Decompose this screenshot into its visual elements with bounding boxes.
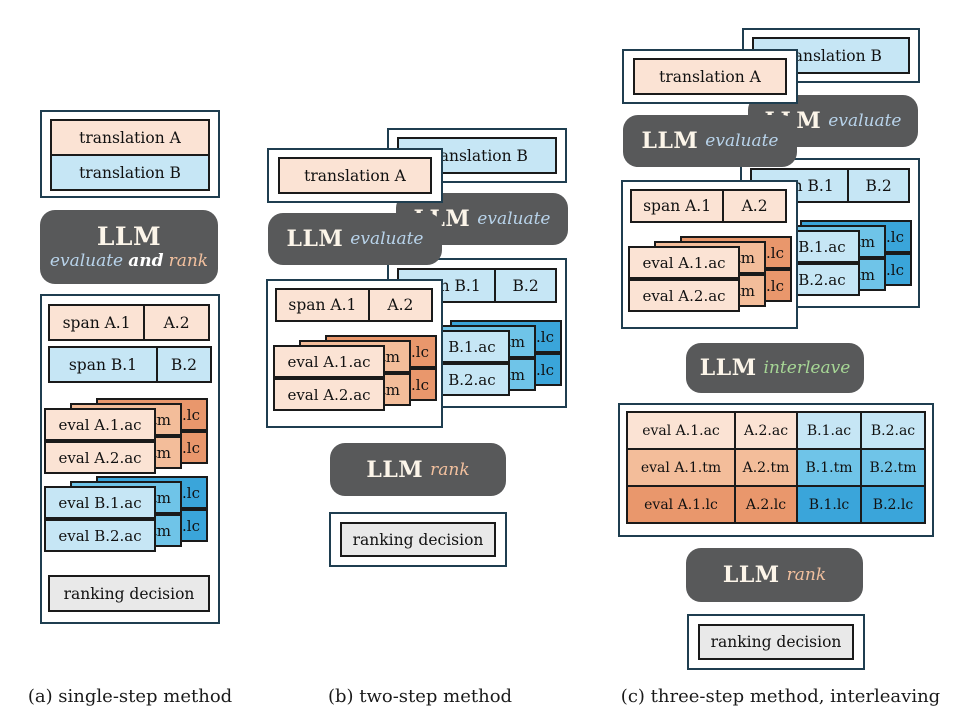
interleave-table: eval A.1.ac A.2.ac B.1.ac B.2.ac eval A.…	[618, 403, 934, 537]
table-row-lc: eval A.1.lc A.2.lc B.1.lc B.2.lc	[626, 485, 926, 524]
table-cell: eval A.1.ac	[626, 411, 736, 450]
evaluate-label: evaluate	[828, 111, 902, 131]
eval-a1-ac-card: eval A.1.ac	[628, 246, 740, 279]
span-a1-cell: span A.1	[275, 288, 370, 322]
b-translation-b-box: translation B	[387, 128, 567, 183]
span-a2-cell: A.2	[367, 288, 433, 322]
eval-a2-ac-card: eval A.2.ac	[628, 279, 740, 312]
eval-a2-ac-card: eval A.2.ac	[44, 441, 156, 474]
evaluate-label: evaluate	[477, 209, 551, 229]
table-cell: B.1.tm	[796, 448, 862, 487]
span-b2-cell: B.2	[494, 268, 557, 303]
c-translation-a-box: translation A	[622, 49, 798, 104]
table-row-tm: eval A.1.tm A.2.tm B.1.tm B.2.tm	[626, 448, 926, 487]
span-a1-cell: span A.1	[48, 304, 146, 341]
eval-b1-ac-card: eval B.1.ac	[44, 486, 156, 519]
span-b2-cell: B.2	[155, 346, 212, 383]
eval-a1-ac-card: eval A.1.ac	[44, 408, 156, 441]
a-translations-box: translation A translation B	[40, 110, 220, 198]
llm-evaluate-and-rank-box: LLM evaluate and rank	[40, 210, 218, 284]
llm-rank-box-b: LLM rank	[330, 443, 506, 496]
span-b1-cell: span B.1	[48, 346, 158, 383]
span-b2-cell: B.2	[847, 168, 910, 203]
table-cell: A.2.lc	[734, 485, 798, 524]
translation-b-card: translation B	[397, 137, 557, 174]
rank-label: rank	[786, 565, 827, 585]
translation-a-card: translation A	[50, 119, 210, 156]
span-a2-cell: A.2	[722, 189, 787, 223]
evaluate-label: evaluate	[705, 131, 779, 151]
table-cell: eval A.1.lc	[626, 485, 736, 524]
ranking-decision-card: ranking decision	[340, 522, 496, 557]
interleave-label: interleave	[763, 358, 851, 378]
eval-a2-ac-card: eval A.2.ac	[273, 378, 385, 411]
span-a1-cell: span A.1	[630, 189, 725, 223]
translation-b-card: translation B	[50, 154, 210, 191]
a-main-box: span A.1 A.2 span B.1 B.2 .lc tm eval A.…	[40, 294, 220, 624]
span-a-row: span A.1 A.2	[48, 304, 210, 341]
llm-sub-label: evaluate and rank	[49, 250, 209, 271]
llm-label: LLM	[366, 456, 424, 483]
table-cell: eval A.1.tm	[626, 448, 736, 487]
rank-label: rank	[168, 250, 209, 271]
caption-b: (b) two-step method	[327, 686, 513, 707]
table-row-ac: eval A.1.ac A.2.ac B.1.ac B.2.ac	[626, 411, 926, 450]
c-ranking-box: ranking decision	[687, 614, 865, 670]
llm-label: LLM	[699, 355, 757, 381]
eval-b2-ac-card: eval B.2.ac	[44, 519, 156, 552]
span-a-row: span A.1 A.2	[630, 189, 787, 223]
llm-label: LLM	[641, 128, 699, 154]
span-b-row: span B.1 B.2	[48, 346, 212, 383]
llm-label: LLM	[286, 226, 344, 252]
b-translation-a-box: translation A	[267, 148, 443, 203]
table-cell: B.1.ac	[796, 411, 862, 450]
eval-a1-ac-card: eval A.1.ac	[273, 345, 385, 378]
llm-evaluate-box-b-front: LLM evaluate	[268, 213, 442, 265]
translation-a-card: translation A	[633, 58, 787, 95]
llm-label: LLM	[722, 562, 780, 588]
table-cell: B.2.lc	[860, 485, 926, 524]
llm-evaluate-box-c-front: LLM evaluate	[623, 115, 797, 167]
table-cell: B.2.ac	[860, 411, 926, 450]
b-span-a-box: span A.1 A.2 .lc tm eval A.1.ac .lc tm e…	[266, 279, 443, 428]
table-cell: B.2.tm	[860, 448, 926, 487]
ranking-decision-card: ranking decision	[698, 624, 854, 660]
b-ranking-box: ranking decision	[329, 512, 507, 567]
ranking-decision-card: ranking decision	[48, 575, 210, 612]
and-label: and	[128, 250, 164, 271]
llm-interleave-box: LLM interleave	[686, 343, 864, 393]
table-cell: A.2.ac	[734, 411, 798, 450]
span-a-row: span A.1 A.2	[275, 288, 433, 322]
llm-rank-box-c: LLM rank	[686, 548, 863, 602]
evaluate-label: evaluate	[350, 229, 424, 249]
span-a2-cell: A.2	[143, 304, 210, 341]
rank-label: rank	[430, 459, 470, 480]
c-span-a-box: span A.1 A.2 .lc tm eval A.1.ac .lc tm e…	[621, 180, 798, 329]
table-cell: B.1.lc	[796, 485, 862, 524]
caption-c: (c) three-step method, interleaving	[620, 686, 941, 707]
llm-label: LLM	[96, 221, 162, 251]
evaluate-label: evaluate	[49, 250, 124, 271]
caption-a: (a) single-step method	[27, 686, 233, 707]
translation-a-card: translation A	[278, 157, 432, 194]
table-cell: A.2.tm	[734, 448, 798, 487]
